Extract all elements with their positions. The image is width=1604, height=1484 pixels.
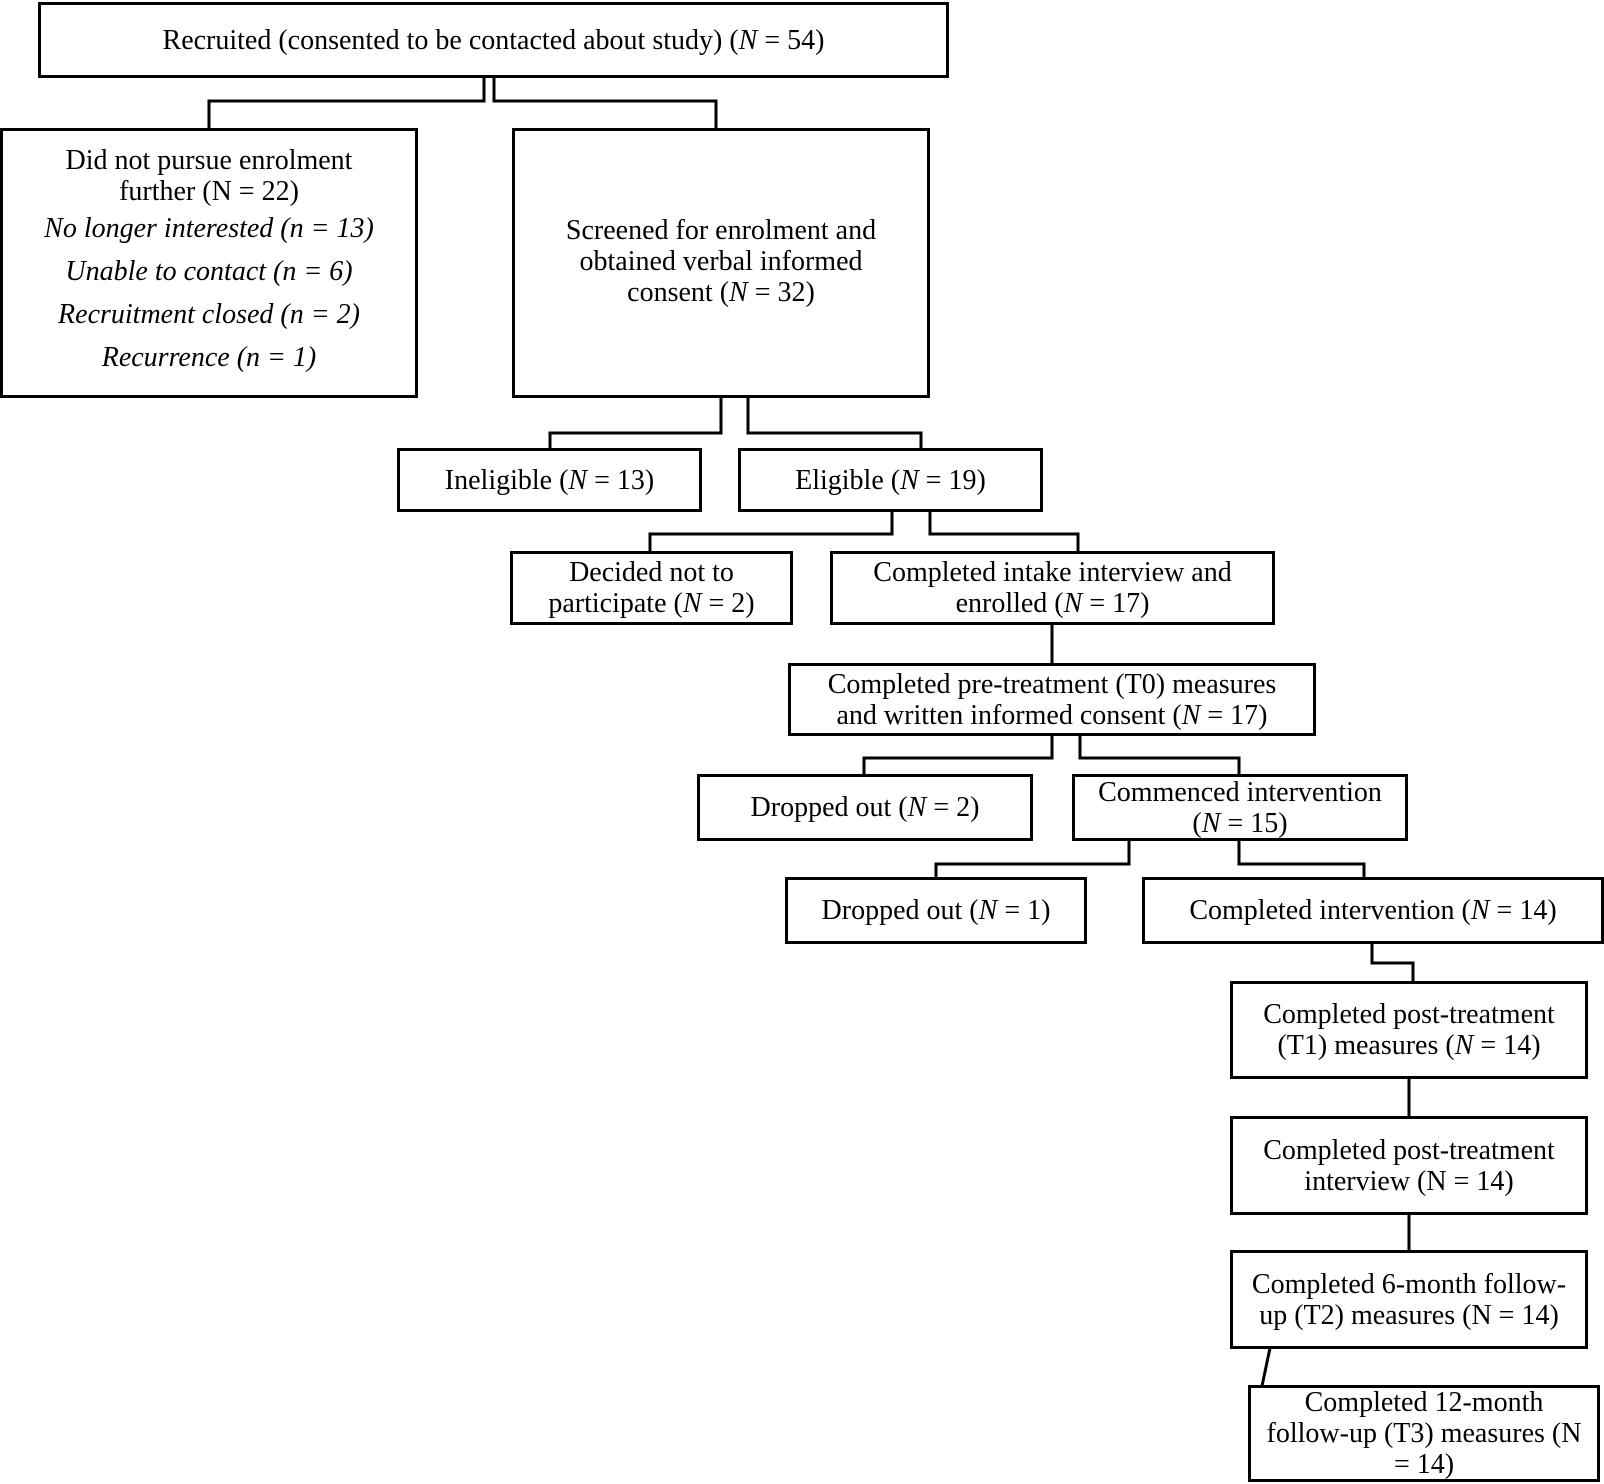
dropped-out-during-box: Dropped out (N = 1): [785, 877, 1087, 944]
connector-screened-left: [548, 396, 723, 450]
reason-recurrence: Recurrence (n = 1): [101, 342, 317, 373]
pre-treatment-line2: and written informed consent (N = 17): [836, 699, 1268, 731]
dropped-out-before-label: Dropped out (N = 2): [750, 792, 980, 823]
pre-treatment-line1: Completed pre-treatment (T0) measures: [827, 668, 1277, 700]
connector-completed-post: [1370, 943, 1415, 982]
post-measures-line1: Completed post-treatment: [1263, 999, 1555, 1030]
six-month-line2: up (T2) measures (N = 14): [1259, 1299, 1559, 1331]
screened-line1: Screened for enrolment and: [565, 215, 877, 246]
post-interview-line1: Completed post-treatment: [1263, 1134, 1555, 1166]
screened-line3: consent (N = 32): [627, 277, 815, 308]
eligible-box: Eligible (N = 19): [738, 448, 1043, 512]
connector-recruited-left: [207, 76, 486, 128]
pre-treatment-box: Completed pre-treatment (T0) measures an…: [788, 663, 1316, 736]
decided-not-line1: Decided not to: [569, 557, 734, 588]
completed-intervention-label: Completed intervention (N = 14): [1189, 895, 1557, 926]
connector-pretreatment-left: [862, 734, 1054, 775]
recruited-box: Recruited (consented to be contacted abo…: [38, 2, 949, 78]
intake-line1: Completed intake interview and: [873, 557, 1232, 588]
post-measures-line2: (T1) measures (N = 14): [1277, 1030, 1541, 1061]
connector-recruited-right: [492, 76, 718, 128]
connector-commenced-left: [934, 840, 1131, 879]
reason-no-longer-interested: No longer interested (n = 13): [44, 213, 374, 244]
six-month-line1: Completed 6-month follow-: [1251, 1268, 1567, 1300]
connector-pretreatment-right: [1078, 734, 1241, 775]
connector-screened-right: [746, 396, 923, 450]
not-pursued-box: Did not pursue enrolment further (N = 22…: [0, 128, 418, 398]
twelve-month-line3: = 14): [1393, 1449, 1455, 1480]
commenced-line2: (N = 15): [1192, 807, 1288, 839]
connector-sixmonth-twelvemonth: [1260, 1347, 1272, 1387]
not-pursued-title-line2: further (N = 22): [119, 176, 299, 207]
dropped-out-before-box: Dropped out (N = 2): [697, 774, 1033, 841]
reason-recruitment-closed: Recruitment closed (n = 2): [58, 299, 360, 330]
twelve-month-follow-up-box: Completed 12-month follow-up (T3) measur…: [1248, 1385, 1600, 1482]
connector-eligible-left: [648, 512, 894, 552]
connector-commenced-right: [1237, 840, 1366, 879]
dropped-out-during-label: Dropped out (N = 1): [821, 895, 1051, 926]
commenced-line1: Commenced intervention: [1098, 776, 1382, 808]
ineligible-box: Ineligible (N = 13): [397, 448, 702, 512]
connector-eligible-right: [928, 512, 1080, 552]
screened-box: Screened for enrolment and obtained verb…: [512, 128, 930, 398]
not-pursued-title-line1: Did not pursue enrolment: [65, 145, 353, 176]
twelve-month-line2: follow-up (T3) measures (N: [1266, 1418, 1582, 1449]
intake-box: Completed intake interview and enrolled …: [830, 551, 1275, 625]
post-treatment-interview-box: Completed post-treatment interview (N = …: [1230, 1116, 1588, 1215]
post-interview-line2: interview (N = 14): [1304, 1165, 1514, 1197]
eligible-label: Eligible (N = 19): [795, 464, 986, 496]
six-month-follow-up-box: Completed 6-month follow- up (T2) measur…: [1230, 1250, 1588, 1349]
decided-not-box: Decided not to participate (N = 2): [510, 551, 793, 625]
intake-line2: enrolled (N = 17): [955, 588, 1150, 619]
twelve-month-line1: Completed 12-month: [1304, 1387, 1544, 1418]
screened-line2: obtained verbal informed: [579, 246, 863, 277]
recruited-label: Recruited (consented to be contacted abo…: [162, 24, 825, 56]
commenced-box: Commenced intervention (N = 15): [1072, 774, 1408, 841]
reason-unable-to-contact: Unable to contact (n = 6): [65, 256, 353, 287]
post-treatment-measures-box: Completed post-treatment (T1) measures (…: [1230, 981, 1588, 1079]
ineligible-label: Ineligible (N = 13): [444, 464, 655, 496]
completed-intervention-box: Completed intervention (N = 14): [1142, 877, 1604, 944]
decided-not-line2: participate (N = 2): [548, 588, 755, 619]
